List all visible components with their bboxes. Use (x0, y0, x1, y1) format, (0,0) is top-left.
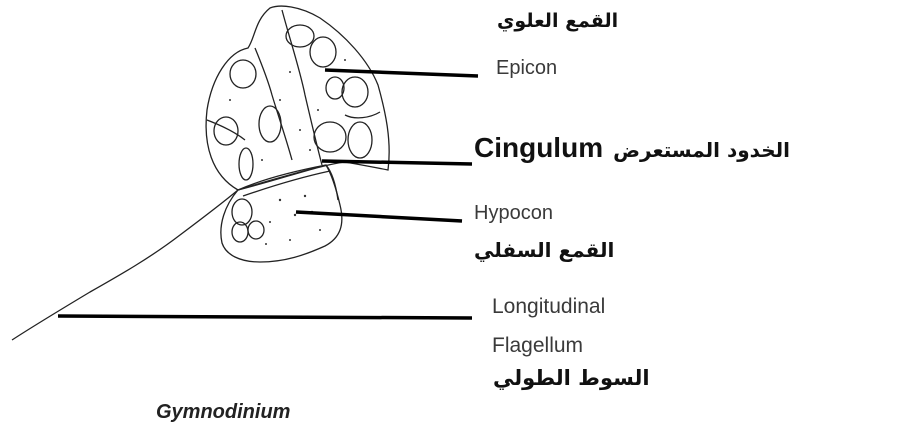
label-hypocon-arabic: القمع السفلي (474, 238, 614, 262)
plate-line (255, 48, 292, 160)
label-hypocon: Hypocon (474, 202, 553, 225)
organelle (239, 148, 253, 180)
leader-cingulum (322, 161, 472, 164)
leader-epicon (325, 70, 478, 76)
organelle (248, 221, 264, 239)
organelle (310, 37, 336, 67)
organelle (326, 77, 344, 99)
leader-flagellum (58, 316, 472, 318)
organelle (286, 25, 314, 47)
organelle (314, 122, 346, 152)
organelle (348, 122, 372, 158)
label-flagellum-line2: Flagellum (492, 334, 583, 358)
label-cingulum: Cingulum (474, 132, 603, 163)
plate-line (345, 112, 380, 118)
label-epicon: Epicon (496, 57, 557, 80)
organelle (232, 199, 252, 225)
organelle (259, 106, 281, 142)
organelle (230, 60, 256, 88)
label-flagellum-arabic: السوط الطولي (493, 366, 650, 390)
leader-hypocon (296, 212, 462, 221)
label-cingulum-arabic: الخدود المستعرض (613, 138, 790, 162)
label-cingulum-row: Cingulum الخدود المستعرض (474, 132, 790, 164)
diagram-caption: Gymnodinium (156, 401, 290, 424)
organelle (342, 77, 368, 107)
label-flagellum-line1: Longitudinal (492, 295, 605, 319)
organelle (214, 117, 238, 145)
plate-line (282, 10, 322, 165)
plate-line (207, 120, 245, 140)
label-epicon-arabic: القمع العلوي (497, 10, 618, 32)
